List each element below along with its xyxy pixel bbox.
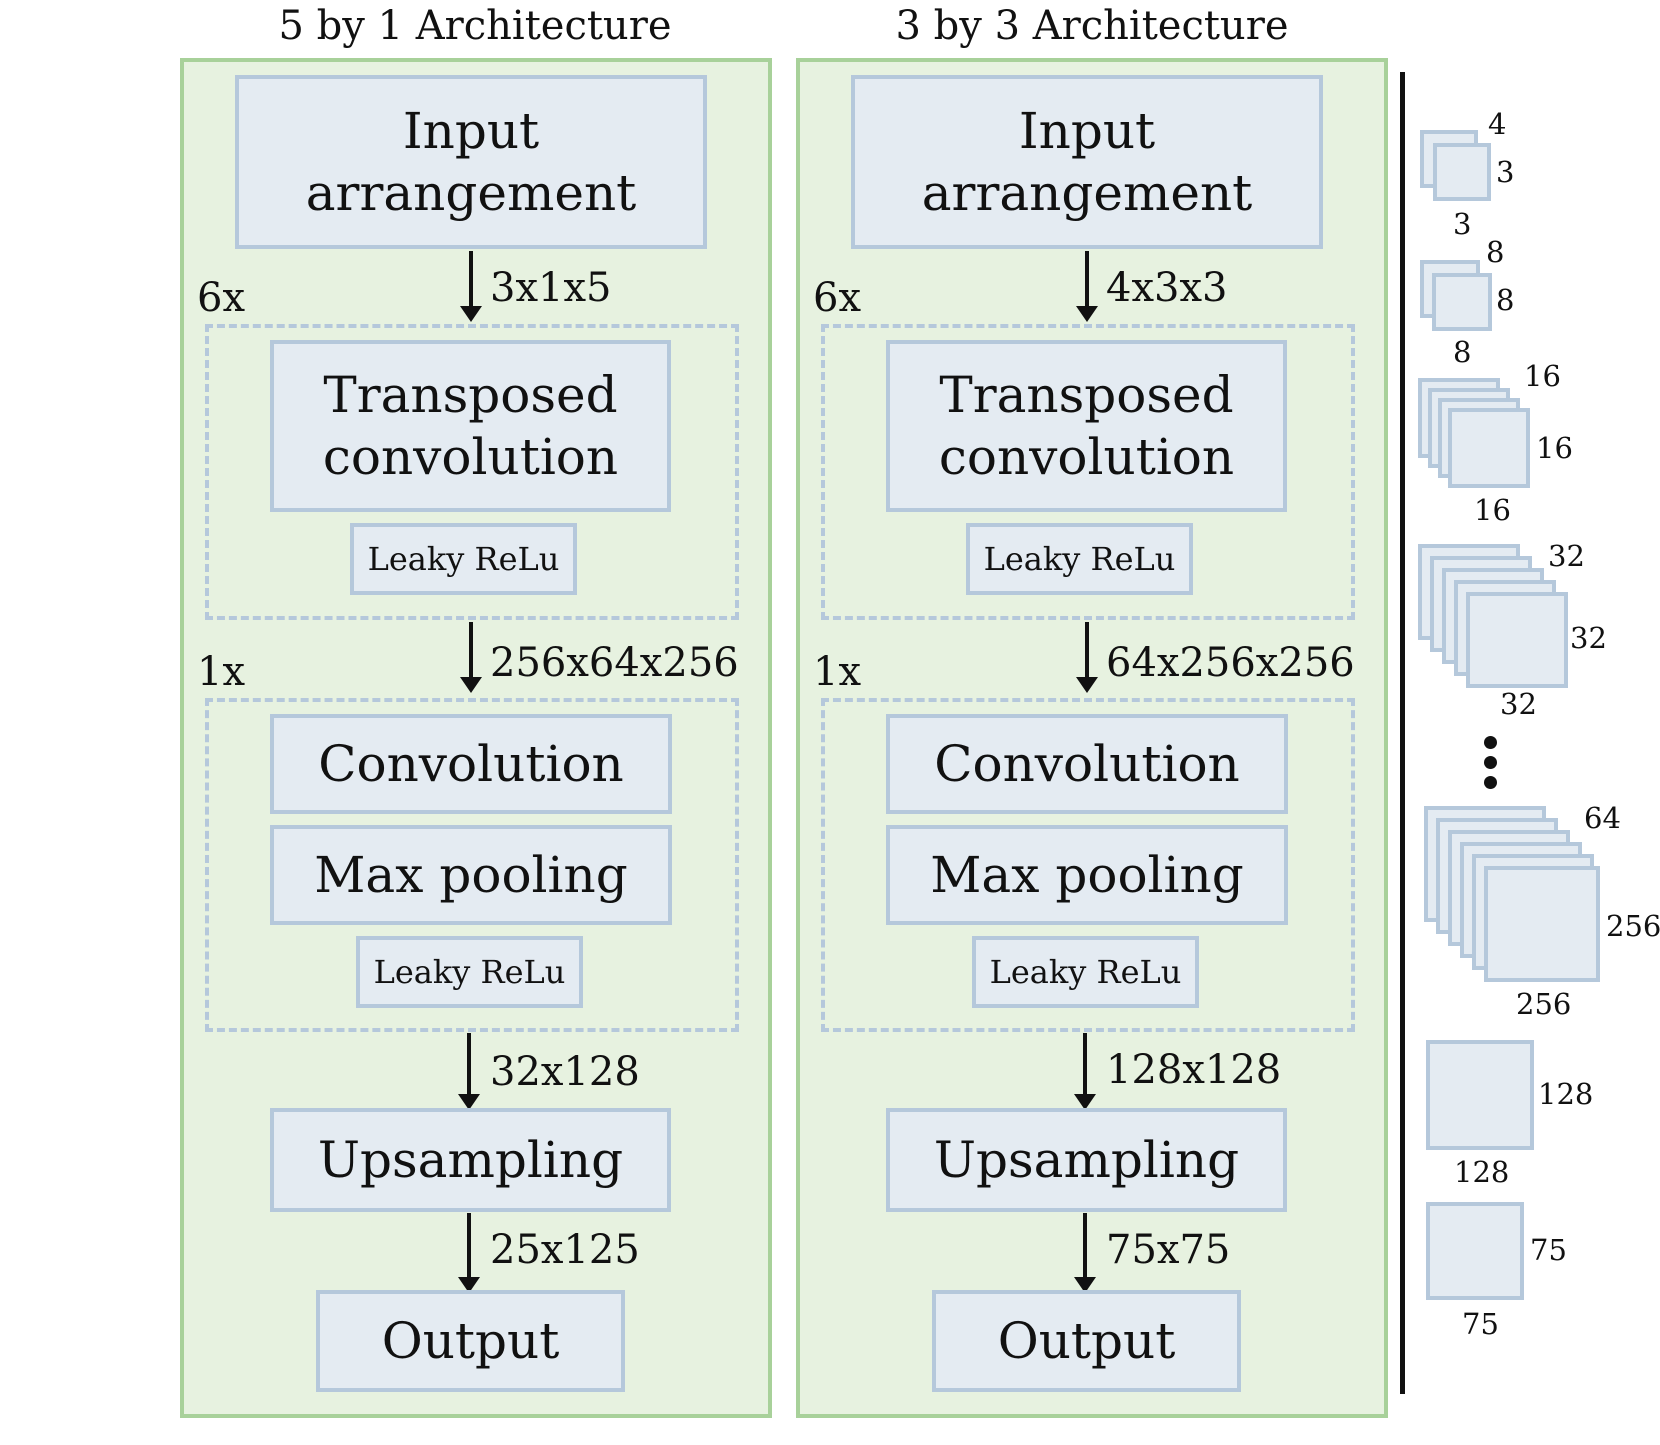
right-upsampling-block: Upsampling xyxy=(886,1108,1287,1212)
left-convolution-block: Convolution xyxy=(270,714,672,814)
left-dimension-1: 3x1x5 xyxy=(490,265,612,311)
left-convolution-group xyxy=(205,698,739,1032)
right-leaky-relu-2: Leaky ReLu xyxy=(972,936,1199,1008)
feature-map-32-height-label: 32 xyxy=(1570,621,1607,655)
right-input-line-1: Input xyxy=(1018,101,1156,160)
feature-map-8x8x8-depth-label: 8 xyxy=(1486,235,1505,269)
ellipsis-dot-3 xyxy=(1484,776,1497,789)
left-repeat-6x: 6x xyxy=(197,275,246,321)
feature-map-128-height-label: 128 xyxy=(1538,1077,1594,1111)
left-input-line-1: Input xyxy=(402,101,540,160)
feature-map-75 xyxy=(1426,1202,1524,1300)
feature-map-32-layer-5 xyxy=(1466,592,1568,688)
feature-map-16-layer-4 xyxy=(1448,408,1530,488)
right-dimension-4: 75x75 xyxy=(1106,1227,1231,1273)
left-transposed-convolution-block: Transposed convolution xyxy=(270,340,671,512)
left-arrow-1 xyxy=(460,251,482,322)
left-transposed-line-2: convolution xyxy=(322,428,619,486)
right-output-block: Output xyxy=(932,1290,1241,1392)
right-arrow-1 xyxy=(1076,251,1098,322)
feature-map-75-width-label: 75 xyxy=(1462,1307,1499,1341)
right-transposed-group xyxy=(821,324,1355,620)
feature-map-64-depth-label: 64 xyxy=(1584,801,1621,835)
feature-map-128 xyxy=(1426,1040,1534,1150)
feature-map-16-height-label: 16 xyxy=(1536,431,1573,465)
left-dimension-3: 32x128 xyxy=(490,1049,640,1095)
ellipsis-dot-2 xyxy=(1484,756,1497,769)
feature-map-64-width-label: 256 xyxy=(1516,987,1572,1021)
right-arrow-4 xyxy=(1074,1213,1096,1293)
ellipsis-dot-1 xyxy=(1484,736,1497,749)
feature-map-32-depth-label: 32 xyxy=(1548,539,1585,573)
feature-map-4x3x3-width-label: 3 xyxy=(1453,207,1472,241)
left-input-arrangement-block: Input arrangement xyxy=(235,75,707,249)
left-max-pooling-block: Max pooling xyxy=(270,825,672,925)
right-repeat-6x: 6x xyxy=(813,275,862,321)
feature-map-16-width-label: 16 xyxy=(1474,493,1511,527)
right-dimension-2: 64x256x256 xyxy=(1106,640,1355,686)
right-dimension-1: 4x3x3 xyxy=(1106,265,1228,311)
feature-map-16-depth-label: 16 xyxy=(1524,359,1561,393)
right-arrow-3 xyxy=(1074,1033,1096,1110)
feature-map-4x3x3-front xyxy=(1433,143,1491,201)
right-input-arrangement-block: Input arrangement xyxy=(851,75,1323,249)
feature-map-8x8x8-width-label: 8 xyxy=(1453,335,1472,369)
feature-map-64-height-label: 256 xyxy=(1606,909,1660,943)
left-transposed-line-1: Transposed xyxy=(323,365,618,424)
left-arrow-2 xyxy=(460,622,482,693)
left-upsampling-block: Upsampling xyxy=(270,1108,671,1212)
left-arrow-4 xyxy=(458,1213,480,1293)
right-convolution-group xyxy=(821,698,1355,1032)
left-leaky-relu-1: Leaky ReLu xyxy=(350,523,577,595)
vertical-divider xyxy=(1400,72,1405,1394)
right-transposed-convolution-block: Transposed convolution xyxy=(886,340,1287,512)
right-leaky-relu-1: Leaky ReLu xyxy=(966,523,1193,595)
left-repeat-1x: 1x xyxy=(197,649,246,695)
right-transposed-line-2: convolution xyxy=(938,428,1235,486)
left-leaky-relu-2: Leaky ReLu xyxy=(356,936,583,1008)
right-arrow-2 xyxy=(1076,622,1098,693)
feature-map-4x3x3-height-label: 3 xyxy=(1496,155,1515,189)
feature-map-32-width-label: 32 xyxy=(1500,687,1537,721)
right-max-pooling-block: Max pooling xyxy=(886,825,1288,925)
right-repeat-1x: 1x xyxy=(813,649,862,695)
feature-map-4x3x3-depth-label: 4 xyxy=(1488,107,1507,141)
left-output-block: Output xyxy=(316,1290,625,1392)
feature-map-64-layer-6 xyxy=(1484,866,1600,982)
feature-map-8x8x8-height-label: 8 xyxy=(1496,283,1515,317)
feature-map-128-width-label: 128 xyxy=(1454,1155,1510,1189)
left-dimension-4: 25x125 xyxy=(490,1227,640,1273)
left-input-line-2: arrangement xyxy=(305,164,637,222)
right-architecture-title: 3 by 3 Architecture xyxy=(895,3,1289,49)
right-transposed-line-1: Transposed xyxy=(939,365,1234,424)
right-convolution-block: Convolution xyxy=(886,714,1288,814)
right-dimension-3: 128x128 xyxy=(1106,1047,1282,1093)
right-input-line-2: arrangement xyxy=(921,164,1253,222)
left-transposed-group xyxy=(205,324,739,620)
left-dimension-2: 256x64x256 xyxy=(490,640,739,686)
feature-map-75-height-label: 75 xyxy=(1530,1233,1567,1267)
left-architecture-title: 5 by 1 Architecture xyxy=(278,3,672,49)
left-arrow-3 xyxy=(458,1033,480,1110)
feature-map-8x8x8-front xyxy=(1432,273,1492,331)
